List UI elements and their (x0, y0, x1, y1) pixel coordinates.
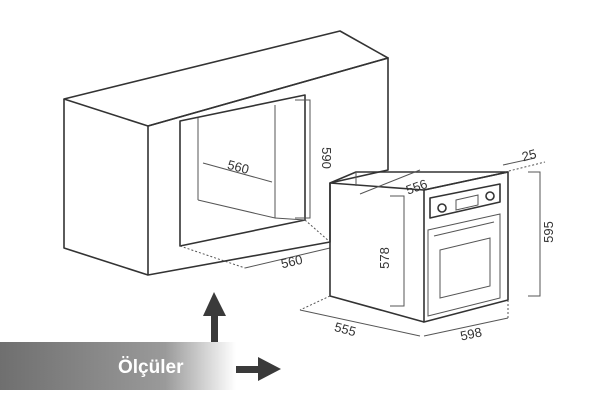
oven-width-label: 598 (459, 324, 483, 343)
niche-depth-label: 560 (226, 157, 251, 177)
panel-offset-label: 25 (520, 146, 538, 164)
oven-depth-label: 556 (404, 176, 430, 198)
niche-extension-left (179, 245, 246, 269)
right-knob-icon (485, 191, 495, 201)
niche-width-label: 560 (279, 252, 304, 271)
oven-side-depth-label: 555 (333, 319, 358, 339)
panel-offset-extension (504, 161, 546, 173)
arrow-up-icon (203, 292, 226, 342)
oven-front-height-label: 595 (541, 221, 556, 243)
niche-floor-edge (274, 217, 306, 221)
badge: Ölçüler (0, 342, 236, 390)
control-panel (429, 183, 501, 219)
oven-depth-line (359, 169, 421, 195)
badge-background (0, 342, 236, 390)
oven-front-height-line (528, 171, 541, 297)
oven-side-depth-line (299, 309, 421, 337)
niche-width-line (244, 247, 331, 269)
niche-height-line (295, 99, 311, 219)
panel-offset-line (502, 157, 536, 166)
cabinet-front (147, 57, 389, 276)
oven-width-line (423, 317, 509, 337)
side-extension (299, 295, 331, 311)
cabinet-left-side (63, 99, 149, 276)
niche-extension-right (304, 219, 331, 243)
oven-body-height-label: 578 (377, 247, 392, 269)
niche-dimensions (202, 99, 331, 269)
oven-door (427, 213, 501, 317)
door-glass (439, 237, 491, 299)
badge-label: Ölçüler (118, 357, 184, 378)
oven-dimensions (299, 157, 546, 337)
display-window (455, 194, 479, 211)
left-knob-icon (437, 203, 447, 213)
oven (329, 171, 509, 323)
oven-body-height-line (390, 195, 405, 307)
arrow-right-icon (236, 357, 281, 381)
niche-depth-line (202, 162, 273, 183)
niche-height-label: 590 (319, 147, 334, 169)
door-handle (433, 221, 495, 237)
cabinet (63, 30, 389, 276)
